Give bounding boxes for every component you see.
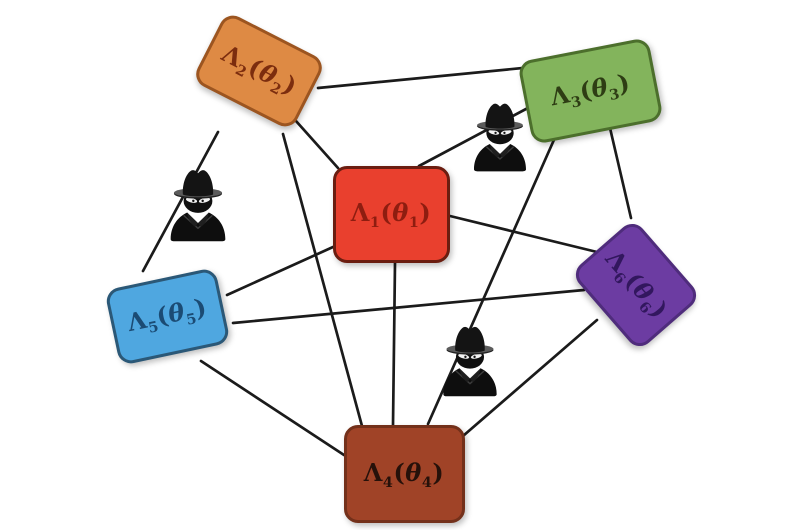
graph-edge-lambda2-lambda1 [294, 119, 340, 170]
graph-edge-lambda5-lambda4 [199, 359, 346, 457]
graph-edge-lambda3-lambda4 [426, 131, 559, 426]
graph-edge-lambda6-lambda4 [461, 318, 599, 438]
node-label: Λ5(θ5) [124, 291, 209, 337]
graph-edge-lambda2-lambda5 [141, 130, 220, 273]
spy-left-icon [161, 160, 235, 242]
graph-edge-lambda1-lambda3 [417, 99, 543, 168]
node-label: Λ1(θ1) [350, 197, 432, 231]
node-label: Λ3(θ3) [547, 67, 632, 112]
spy-bottom-icon [434, 317, 506, 397]
graph-edge-lambda1-lambda4 [391, 261, 397, 427]
graph-node-lambda4: Λ4(θ4) [343, 425, 465, 523]
graph-edge-lambda2-lambda4 [281, 132, 364, 428]
graph-edge-lambda1-lambda5 [225, 245, 335, 297]
node-label: Λ4(θ4) [363, 457, 445, 491]
node-label: Λ6(θ6) [600, 243, 675, 324]
node-label: Λ2(θ2) [217, 38, 303, 101]
graph-edge-lambda2-lambda3 [316, 65, 535, 90]
graph-edge-lambda1-lambda6 [448, 214, 599, 254]
graph-edge-lambda3-lambda6 [608, 126, 633, 220]
graph-node-lambda1: Λ1(θ1) [332, 165, 450, 263]
spy-top-icon [465, 94, 535, 172]
graph-edge-lambda5-lambda6 [231, 288, 586, 325]
